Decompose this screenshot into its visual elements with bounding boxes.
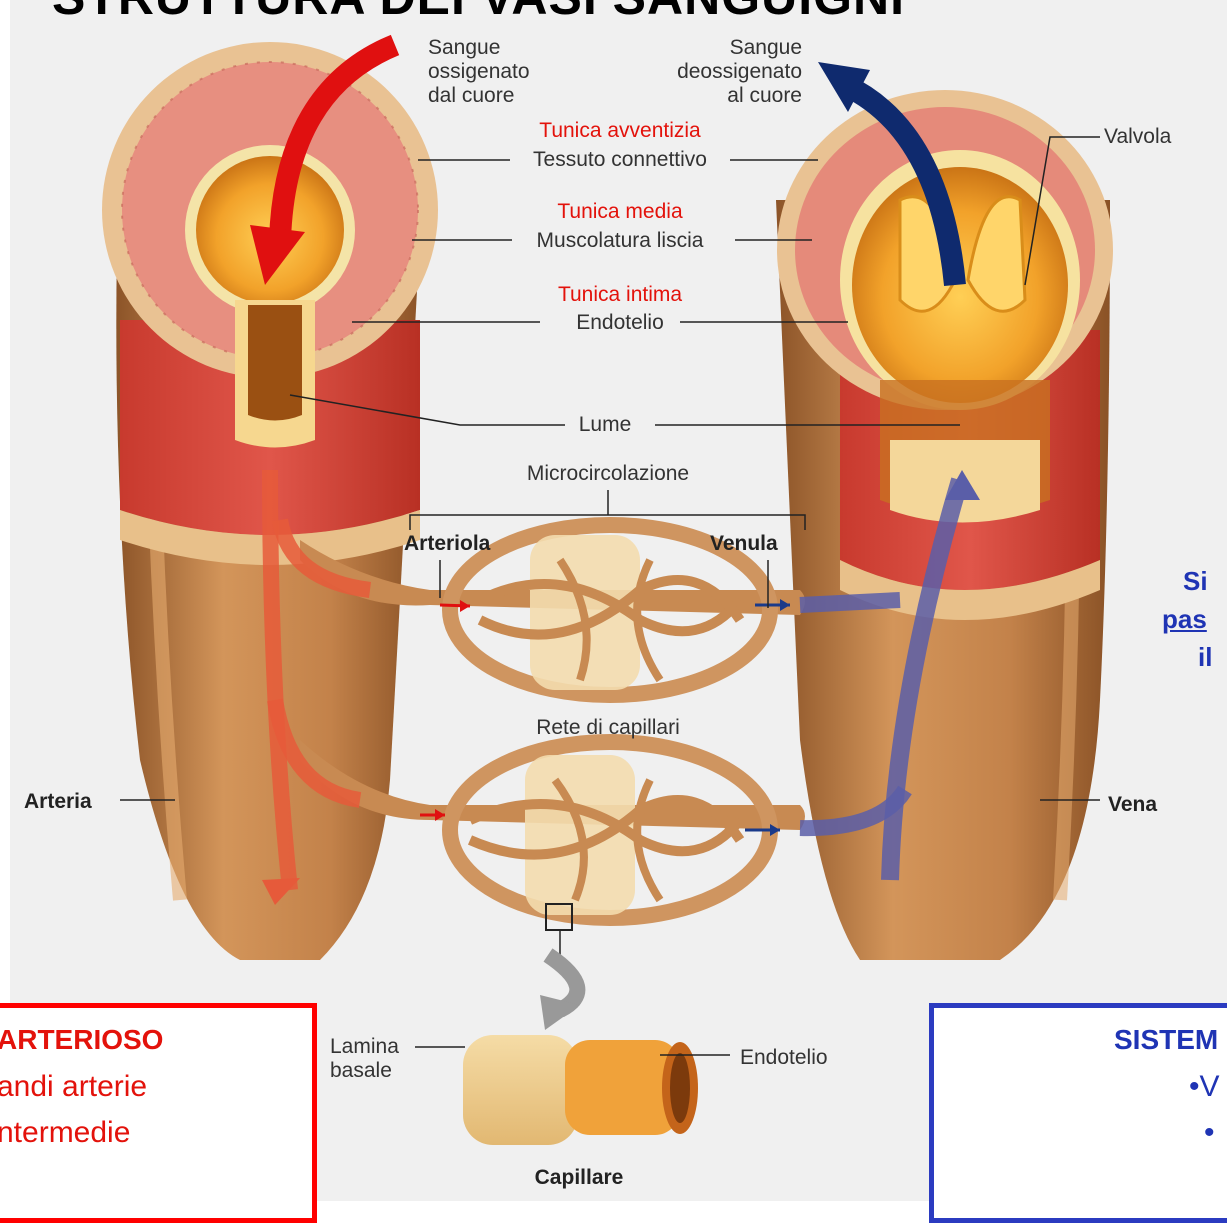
side-text-line3: il [1198, 638, 1212, 676]
vein-label: Vena [1108, 793, 1157, 817]
oxygenated-label-line3: dal cuore [428, 84, 514, 108]
smooth-muscle-label: Muscolatura liscia [510, 229, 730, 253]
deoxygenated-label-line1: Sangue [660, 36, 802, 60]
oxygenated-label-line1: Sangue [428, 36, 500, 60]
deoxygenated-label-line3: al cuore [660, 84, 802, 108]
venous-system-heading: SISTEM [1114, 1024, 1218, 1056]
venous-system-item-1: •V [1189, 1070, 1220, 1104]
tunica-media-title: Tunica media [510, 200, 730, 224]
arterial-system-box: ARTERIOSO andi arterie ntermedie [0, 1003, 317, 1223]
valve-label: Valvola [1104, 125, 1171, 149]
page-title: STRUTTURA DEI VASI SANGUIGNI [52, 0, 905, 26]
tunica-adventitia-title: Tunica avventizia [510, 119, 730, 143]
arteriole-label: Arteriola [404, 532, 490, 556]
tunica-intima-title: Tunica intima [510, 283, 730, 307]
artery-label: Arteria [24, 790, 92, 814]
side-text-line1: Si [1183, 562, 1208, 600]
endothelium-label: Endotelio [510, 311, 730, 335]
capillary-network-label: Rete di capillari [500, 716, 716, 740]
connective-tissue-label: Tessuto connettivo [510, 148, 730, 172]
capillary-endothelium-label: Endotelio [740, 1046, 828, 1070]
venule-label: Venula [710, 532, 778, 556]
arterial-system-heading: ARTERIOSO [0, 1024, 163, 1056]
arterial-system-item-2: ntermedie [0, 1116, 130, 1150]
side-text-line2: pas [1162, 600, 1207, 638]
capillary-label: Capillare [514, 1166, 644, 1190]
basal-lamina-label-line1: Lamina [330, 1035, 399, 1059]
deoxygenated-label-line2: deossigenato [660, 60, 802, 84]
capillary-detail [463, 1035, 698, 1145]
venous-system-item-2: • [1204, 1116, 1215, 1150]
basal-lamina-label-line2: basale [330, 1059, 392, 1083]
lumen-label: Lume [570, 413, 640, 437]
oxygenated-label-line2: ossigenato [428, 60, 530, 84]
venous-system-box: SISTEM •V • [929, 1003, 1227, 1223]
arterial-system-item-1: andi arterie [0, 1070, 147, 1104]
microcirculation-label: Microcircolazione [500, 462, 716, 486]
